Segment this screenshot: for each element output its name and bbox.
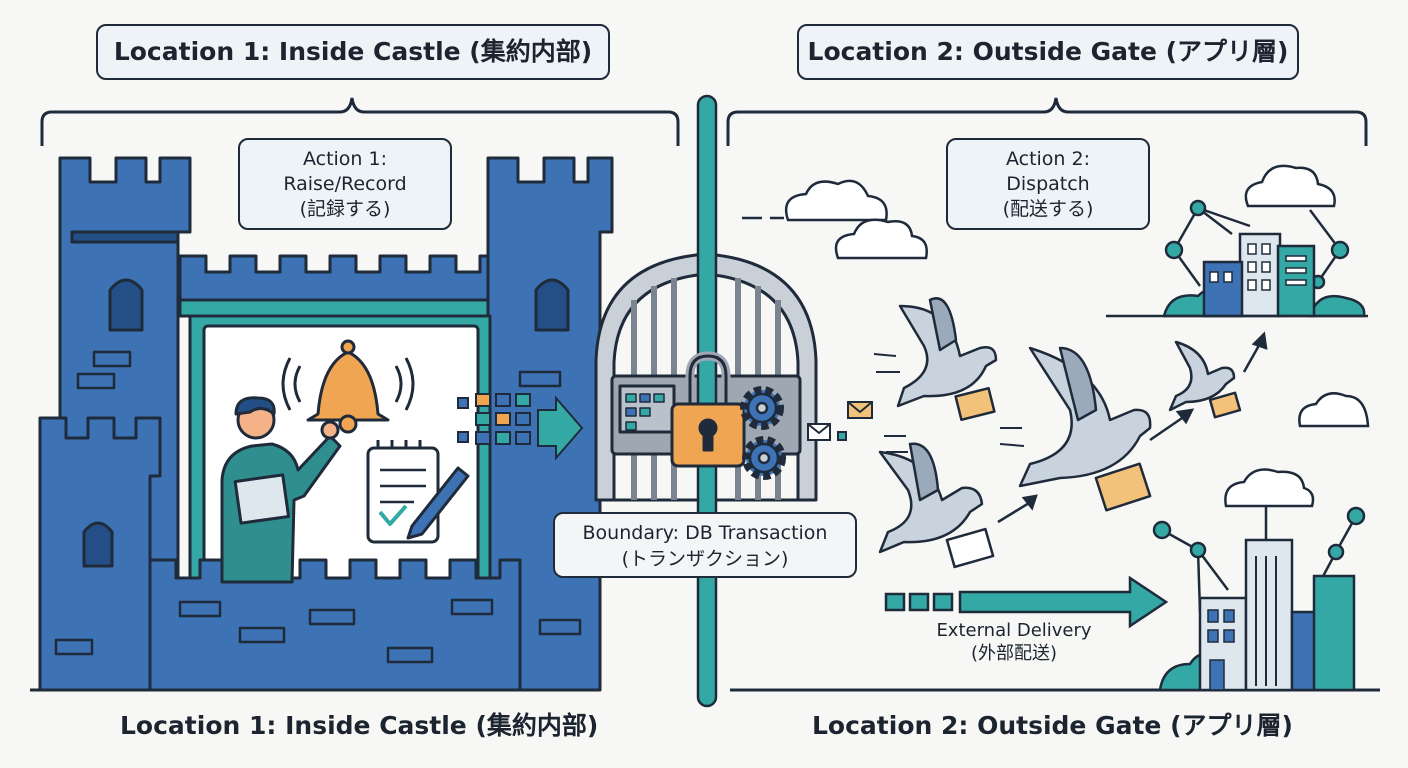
action-2-box: Action 2: Dispatch (配送する) (946, 138, 1150, 230)
action-2-subtitle: (配送する) (1002, 198, 1094, 220)
external-delivery-arrow (884, 575, 1169, 629)
action-1-subtitle: (記録する) (299, 198, 391, 220)
envelope-icon (807, 401, 873, 441)
pigeon-icon (878, 297, 1242, 569)
motion-arrows (873, 331, 1268, 524)
external-delivery-subtitle: (外部配送) (970, 643, 1058, 664)
brace-left (40, 97, 680, 146)
footer-location-2: Location 2: Outside Gate (アプリ層) (812, 711, 1293, 740)
boundary-label-box: Boundary: DB Transaction (トランザクション) (553, 512, 857, 578)
person-figure (220, 396, 342, 584)
bell-icon (281, 339, 415, 434)
clipboard-icon (366, 440, 470, 544)
action-1-heading: Action 1: (302, 148, 388, 170)
footer-location-1: Location 1: Inside Castle (集約内部) (120, 711, 599, 740)
location-1-title: Location 1: Inside Castle (集約内部) (96, 24, 610, 80)
building-icon (1162, 199, 1366, 318)
boundary-label: Boundary: DB Transaction (582, 522, 828, 544)
action-1-label: Raise/Record (283, 173, 407, 195)
data-blocks-arrow (457, 393, 584, 461)
cloud-icon (784, 164, 1370, 508)
building-icon (1152, 506, 1366, 692)
boundary-pole (696, 94, 718, 708)
location-2-title: Location 2: Outside Gate (アプリ層) (797, 24, 1299, 80)
external-delivery-text: External Delivery (936, 620, 1092, 641)
action-1-box: Action 1: Raise/Record (記録する) (238, 138, 452, 230)
action-2-heading: Action 2: (1005, 148, 1091, 170)
gear-icon (740, 386, 786, 480)
padlock-icon (670, 351, 746, 468)
brace-right (726, 97, 1368, 146)
action-2-label: Dispatch (1006, 173, 1090, 195)
external-delivery-label: External Delivery (外部配送) (912, 619, 1116, 665)
boundary-subtitle: (トランザクション) (621, 548, 789, 570)
